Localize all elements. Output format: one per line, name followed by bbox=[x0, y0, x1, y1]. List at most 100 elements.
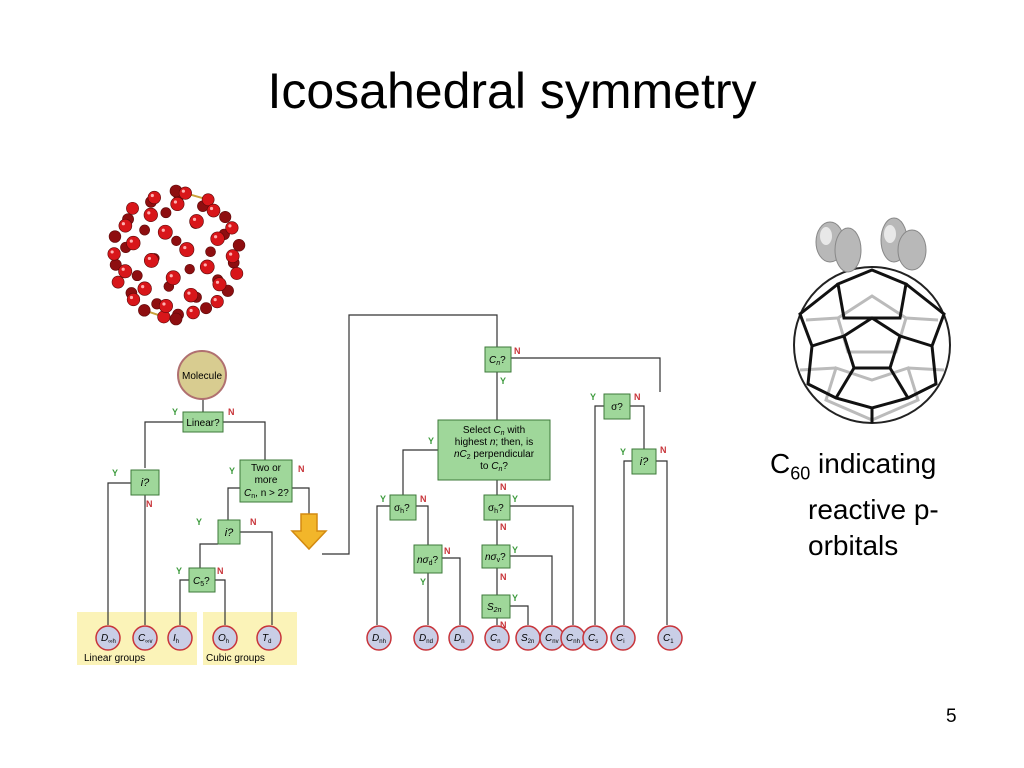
terminal-td: Td bbox=[256, 625, 282, 651]
svg-text:Ih: Ih bbox=[173, 633, 179, 645]
yes-label: Y bbox=[420, 577, 426, 587]
svg-text:nσd?: nσd? bbox=[417, 555, 439, 567]
linear-groups-label: Linear groups bbox=[84, 653, 145, 664]
svg-text:C∞v: C∞v bbox=[138, 633, 153, 645]
caption-line3: orbitals bbox=[808, 529, 899, 561]
svg-text:Ci: Ci bbox=[616, 633, 625, 645]
no-label: N bbox=[444, 546, 451, 556]
no-label: N bbox=[634, 392, 641, 402]
no-label: N bbox=[298, 464, 305, 474]
question-linear: Linear? bbox=[182, 411, 224, 433]
no-label: N bbox=[146, 499, 153, 509]
svg-text:Dnh: Dnh bbox=[372, 633, 386, 645]
svg-text:i?: i? bbox=[141, 477, 150, 489]
yes-label: Y bbox=[176, 566, 182, 576]
svg-text:Cnv: Cnv bbox=[545, 633, 559, 645]
svg-text:Select Cn with: Select Cn with bbox=[463, 425, 525, 437]
no-label: N bbox=[514, 346, 521, 356]
yes-label: Y bbox=[590, 392, 596, 402]
svg-text:σ?: σ? bbox=[611, 402, 623, 413]
cubic-groups-label: Cubic groups bbox=[206, 653, 265, 664]
slide-title: Icosahedral symmetry bbox=[267, 63, 757, 119]
svg-text:Oh: Oh bbox=[218, 633, 229, 645]
yes-label: Y bbox=[512, 593, 518, 603]
question-sigma-h-right: σh? bbox=[483, 494, 511, 521]
c60-caption: C60 indicating reactive p- orbitals bbox=[770, 446, 1010, 564]
yes-label: Y bbox=[500, 376, 506, 386]
svg-text:i?: i? bbox=[640, 456, 649, 468]
molecule-start-node: Molecule bbox=[177, 350, 227, 400]
no-label: N bbox=[228, 407, 235, 417]
svg-text:S2n: S2n bbox=[487, 602, 502, 614]
yes-label: Y bbox=[428, 436, 434, 446]
question-i: i? bbox=[631, 448, 657, 475]
no-label: N bbox=[420, 494, 427, 504]
question-c5: C5? bbox=[188, 567, 216, 593]
terminal-c1: C1 bbox=[657, 625, 683, 651]
svg-text:Dn: Dn bbox=[454, 633, 465, 645]
svg-text:Two or: Two or bbox=[251, 463, 282, 474]
svg-text:σh?: σh? bbox=[488, 503, 504, 515]
caption-symbol: C bbox=[770, 448, 791, 479]
question-inversion-2: i? bbox=[217, 519, 241, 545]
question-n-sigma-d: nσd? bbox=[413, 544, 443, 574]
yes-label: Y bbox=[620, 447, 626, 457]
svg-text:nC2 perpendicular: nC2 perpendicular bbox=[454, 449, 535, 461]
no-label: N bbox=[500, 572, 507, 582]
terminal-ci: Ci bbox=[610, 625, 636, 651]
terminal-dn: Dn bbox=[448, 625, 474, 651]
no-label: N bbox=[250, 517, 257, 527]
svg-text:Cn?: Cn? bbox=[489, 355, 506, 367]
question-two-or-more: Two or more Cn, n > 2? bbox=[239, 459, 293, 503]
svg-text:nσv?: nσv? bbox=[485, 552, 506, 564]
terminal-d-h: D∞h bbox=[95, 625, 121, 651]
branch-labels: Y N Y N Y N Y N Y N N Y Y N Y N Y N N Y … bbox=[112, 346, 667, 630]
svg-text:S2n: S2n bbox=[521, 633, 534, 645]
question-cn: Cn? bbox=[484, 346, 512, 373]
buckyball-molecule-icon bbox=[107, 184, 246, 326]
terminal-s2n: S2n bbox=[515, 625, 541, 651]
no-label: N bbox=[500, 620, 507, 630]
svg-text:Cn, n > 2?: Cn, n > 2? bbox=[244, 488, 289, 500]
terminal-ih: Ih bbox=[167, 625, 193, 651]
no-label: N bbox=[500, 482, 507, 492]
terminal-oh: Oh bbox=[212, 625, 238, 651]
no-label: N bbox=[500, 522, 507, 532]
yes-label: Y bbox=[229, 466, 235, 476]
terminal-cs: Cs bbox=[582, 625, 608, 651]
svg-text:Td: Td bbox=[262, 633, 271, 645]
svg-text:Cn: Cn bbox=[490, 633, 501, 645]
svg-text:Molecule: Molecule bbox=[182, 371, 222, 382]
question-sigma-h-left: σh? bbox=[389, 494, 417, 521]
c60-orbitals-icon bbox=[793, 217, 951, 424]
caption-line2: reactive p- bbox=[808, 493, 939, 525]
svg-text:more: more bbox=[255, 475, 278, 486]
no-label: N bbox=[217, 566, 224, 576]
svg-text:highest n; then, is: highest n; then, is bbox=[455, 437, 533, 448]
yes-label: Y bbox=[380, 494, 386, 504]
svg-text:to Cn?: to Cn? bbox=[480, 461, 508, 473]
terminal-dnh: Dnh bbox=[366, 625, 392, 651]
yes-label: Y bbox=[172, 407, 178, 417]
caption-subscript: 60 bbox=[790, 463, 811, 484]
question-s2n: S2n bbox=[481, 594, 511, 619]
question-inversion: i? bbox=[130, 469, 160, 496]
svg-text:D∞h: D∞h bbox=[101, 633, 116, 645]
question-n-sigma-v: nσv? bbox=[481, 544, 511, 569]
page-number: 5 bbox=[946, 706, 957, 727]
terminal-cn: Cn bbox=[484, 625, 510, 651]
terminal-c-v: C∞v bbox=[132, 625, 158, 651]
question-sigma: σ? bbox=[603, 393, 631, 420]
caption-line1: indicating bbox=[810, 448, 937, 479]
yes-label: Y bbox=[112, 468, 118, 478]
svg-text:C1: C1 bbox=[663, 633, 674, 645]
down-arrow-icon bbox=[290, 513, 328, 551]
terminal-dnd: Dnd bbox=[413, 625, 439, 651]
svg-text:Cnh: Cnh bbox=[566, 633, 580, 645]
svg-text:i?: i? bbox=[225, 527, 234, 539]
no-label: N bbox=[660, 445, 667, 455]
terminal-cnh: Cnh bbox=[560, 625, 586, 651]
yes-label: Y bbox=[196, 517, 202, 527]
